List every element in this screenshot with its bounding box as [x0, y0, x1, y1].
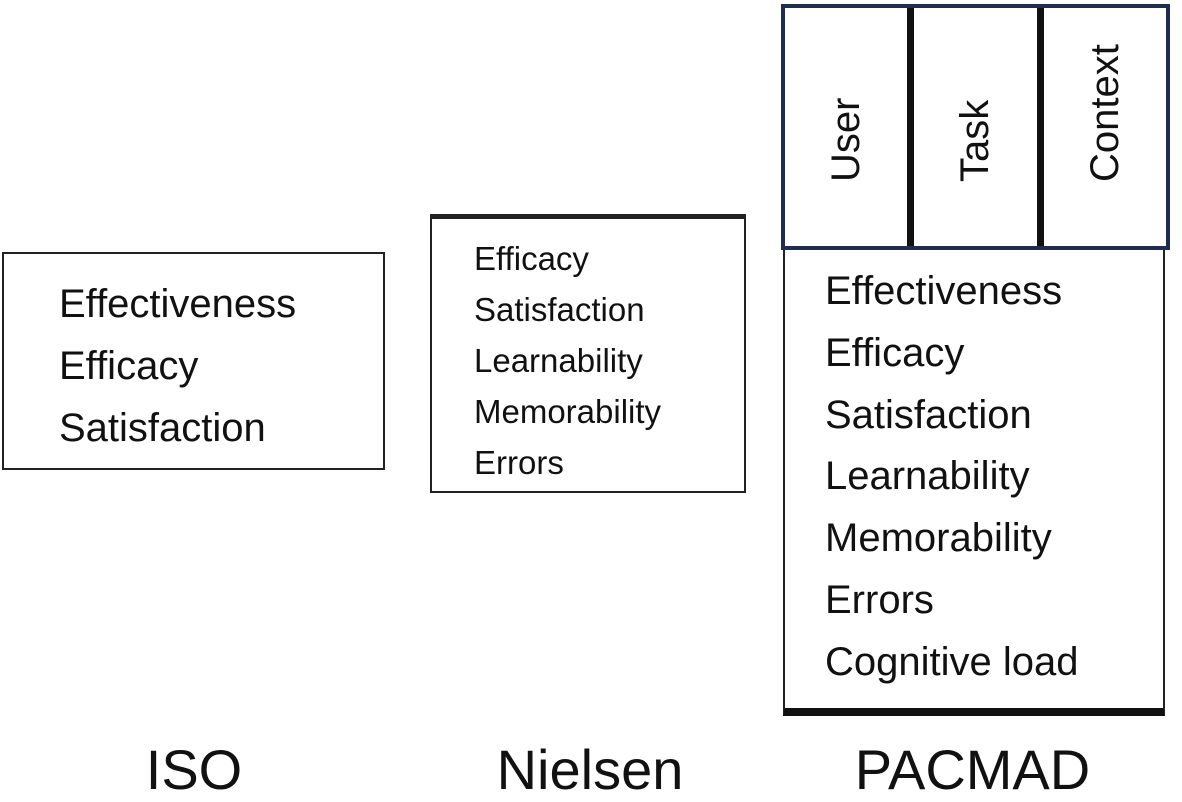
nielsen-attribute: Efficacy: [474, 240, 589, 277]
context-factor-context-label: Context: [1082, 44, 1127, 182]
pacmad-attribute: Satisfaction: [825, 392, 1032, 437]
pacmad-attribute-list: Effectiveness Efficacy Satisfaction Lear…: [825, 261, 1079, 694]
nielsen-attribute-list: Efficacy Satisfaction Learnability Memor…: [474, 233, 661, 488]
context-factor-task-label: Task: [953, 99, 998, 182]
iso-model-title: ISO: [145, 738, 243, 801]
context-factor-context-cell: Context: [1036, 8, 1166, 246]
nielsen-attribute: Memorability: [474, 393, 662, 430]
iso-attribute-list: Effectiveness Efficacy Satisfaction: [59, 273, 296, 459]
nielsen-attribute: Errors: [474, 444, 564, 481]
pacmad-attribute: Errors: [825, 577, 934, 622]
pacmad-attribute: Memorability: [825, 516, 1052, 561]
pacmad-attribute: Learnability: [825, 454, 1030, 499]
pacmad-attributes-box: Effectiveness Efficacy Satisfaction Lear…: [783, 250, 1165, 716]
context-factor-task-cell: Task: [907, 8, 1036, 246]
pacmad-attribute: Efficacy: [825, 330, 965, 375]
iso-attributes-box: Effectiveness Efficacy Satisfaction: [2, 252, 385, 470]
pacmad-context-factors-box: User Task Context: [781, 4, 1170, 250]
context-factor-user-label: User: [824, 97, 869, 182]
nielsen-attribute: Satisfaction: [474, 291, 645, 328]
iso-attribute: Satisfaction: [59, 406, 266, 450]
iso-attribute: Efficacy: [59, 344, 199, 388]
pacmad-attribute: Effectiveness: [825, 269, 1063, 313]
nielsen-attribute: Learnability: [474, 342, 643, 379]
context-factor-user-cell: User: [785, 8, 907, 246]
nielsen-attributes-box: Efficacy Satisfaction Learnability Memor…: [430, 214, 746, 493]
nielsen-model-title: Nielsen: [496, 738, 684, 801]
pacmad-model-title: PACMAD: [854, 738, 1091, 801]
pacmad-attribute: Cognitive load: [825, 639, 1079, 684]
iso-attribute: Effectiveness: [59, 282, 297, 326]
